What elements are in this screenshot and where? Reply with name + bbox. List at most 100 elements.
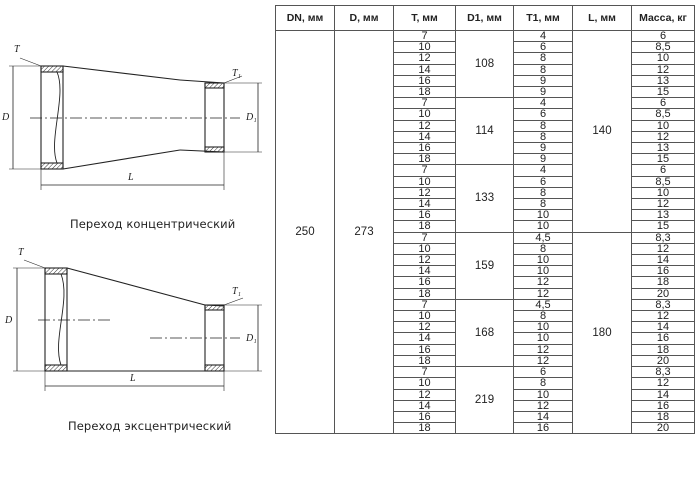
cell-mass: 20 xyxy=(631,354,695,368)
cell-t1: 8 xyxy=(513,63,573,76)
concentric-label-t: T xyxy=(14,44,20,55)
cell-t: 16 xyxy=(393,343,456,356)
table-header-row: DN, мм D, мм T, мм D1, мм T1, мм L, мм М… xyxy=(275,5,695,31)
cell-t1: 4,5 xyxy=(513,298,573,312)
cell-t: 14 xyxy=(393,265,456,278)
cell-t1: 10 xyxy=(513,332,573,345)
reducer-drawings xyxy=(9,57,262,391)
eccentric-label-d: D xyxy=(5,315,13,326)
cell-t: 14 xyxy=(393,399,456,412)
cell-mass: 10 xyxy=(631,119,695,132)
cell-t: 10 xyxy=(393,175,456,188)
cell-dn: 250 xyxy=(275,29,335,435)
cell-t: 7 xyxy=(393,366,456,379)
cell-t: 18 xyxy=(393,220,456,233)
concentric-label-l: L xyxy=(128,172,134,183)
cell-mass: 13 xyxy=(631,74,695,88)
cell-t1: 12 xyxy=(513,343,573,356)
cell-t1: 8 xyxy=(513,130,573,144)
cell-t1: 8 xyxy=(513,198,573,211)
table-row: 18 12 20 xyxy=(276,287,695,300)
cell-mass: 18 xyxy=(631,276,695,289)
cell-t: 12 xyxy=(393,119,456,132)
eccentric-reducer-drawing xyxy=(13,259,262,391)
reducer-dimensions-table: DN, мм D, мм T, мм D1, мм T1, мм L, мм М… xyxy=(275,5,695,435)
cell-t: 10 xyxy=(393,41,456,54)
cell-t1: 8 xyxy=(513,377,573,390)
cell-t1: 8 xyxy=(513,119,573,132)
cell-t1: 14 xyxy=(513,410,573,424)
cell-t: 7 xyxy=(393,231,456,244)
cell-t: 12 xyxy=(393,254,456,267)
cell-t: 7 xyxy=(393,97,456,110)
eccentric-label-l: L xyxy=(130,373,136,384)
cell-t1: 12 xyxy=(513,287,573,300)
cell-t1: 9 xyxy=(513,153,573,166)
cell-d1: 168 xyxy=(455,298,514,368)
cell-mass: 18 xyxy=(631,410,695,424)
eccentric-label-t1: T₁ xyxy=(232,286,242,297)
concentric-label-t1: T₁ xyxy=(232,68,242,79)
cell-mass: 20 xyxy=(631,422,695,435)
cell-t: 18 xyxy=(393,287,456,300)
cell-t: 18 xyxy=(393,422,456,435)
cell-t: 12 xyxy=(393,321,456,334)
cell-mass: 14 xyxy=(631,254,695,267)
cell-t1: 6 xyxy=(513,108,573,121)
cell-mass: 6 xyxy=(631,164,695,177)
header-d: D, мм xyxy=(334,5,394,31)
cell-mass: 12 xyxy=(631,242,695,256)
cell-t: 14 xyxy=(393,332,456,345)
cell-t: 7 xyxy=(393,298,456,312)
cell-t: 18 xyxy=(393,86,456,99)
cell-t: 16 xyxy=(393,142,456,155)
cell-mass: 12 xyxy=(631,63,695,76)
cell-mass: 14 xyxy=(631,388,695,401)
cell-t1: 4 xyxy=(513,164,573,177)
eccentric-label-d1: D₁ xyxy=(246,333,257,344)
cell-t: 12 xyxy=(393,388,456,401)
cell-t: 7 xyxy=(393,164,456,177)
cell-mass: 16 xyxy=(631,332,695,345)
cell-mass: 6 xyxy=(631,97,695,110)
cell-mass: 13 xyxy=(631,209,695,222)
table-row: 14 10 16 xyxy=(276,332,695,345)
cell-t: 18 xyxy=(393,354,456,368)
header-l: L, мм xyxy=(572,5,632,31)
cell-t: 16 xyxy=(393,209,456,222)
cell-t1: 9 xyxy=(513,142,573,155)
cell-t: 10 xyxy=(393,310,456,323)
concentric-caption: Переход концентрический xyxy=(70,217,236,231)
eccentric-caption: Переход эксцентрический xyxy=(68,419,232,433)
cell-mass: 12 xyxy=(631,130,695,144)
cell-t1: 10 xyxy=(513,321,573,334)
header-t: T, мм xyxy=(393,5,456,31)
cell-d1: 114 xyxy=(455,97,514,166)
cell-t1: 8 xyxy=(513,52,573,65)
cell-mass: 20 xyxy=(631,287,695,300)
concentric-label-d: D xyxy=(2,112,10,123)
cell-t: 18 xyxy=(393,153,456,166)
cell-mass: 6 xyxy=(631,29,695,43)
cell-mass: 8,5 xyxy=(631,41,695,54)
cell-t1: 8 xyxy=(513,242,573,256)
cell-t1: 4 xyxy=(513,29,573,43)
